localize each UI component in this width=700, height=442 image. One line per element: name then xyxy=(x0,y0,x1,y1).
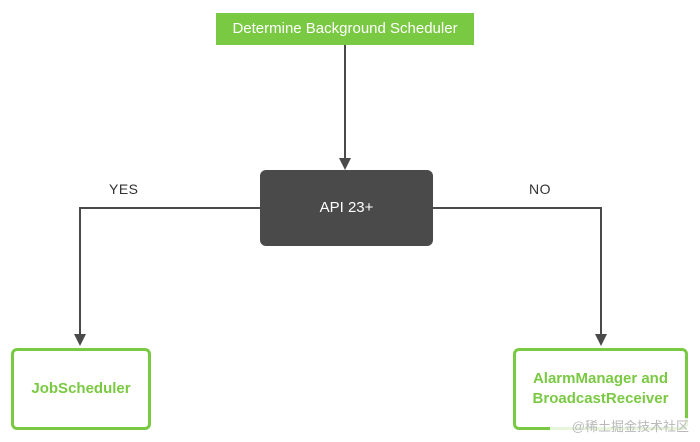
watermark-text: @稀土掘金技术社区 xyxy=(571,419,689,434)
yes-result-label: JobScheduler xyxy=(31,380,131,397)
yes-branch-label: YES xyxy=(109,181,139,197)
yes-result-node: JobScheduler xyxy=(11,348,151,430)
decision-node: API 23+ xyxy=(260,170,433,246)
no-branch-label: NO xyxy=(529,181,551,197)
start-to-decision-connector xyxy=(339,45,351,170)
watermark-backdrop xyxy=(550,418,694,438)
no-result-node: AlarmManager and BroadcastReceiver xyxy=(513,348,688,430)
yes-branch-connector xyxy=(74,207,260,346)
no-result-label: AlarmManager and BroadcastReceiver xyxy=(532,370,669,407)
decision-node-label: API 23+ xyxy=(319,199,374,216)
start-node-label: Determine Background Scheduler xyxy=(232,20,458,37)
no-branch-connector xyxy=(433,207,607,346)
start-node: Determine Background Scheduler xyxy=(216,13,474,45)
